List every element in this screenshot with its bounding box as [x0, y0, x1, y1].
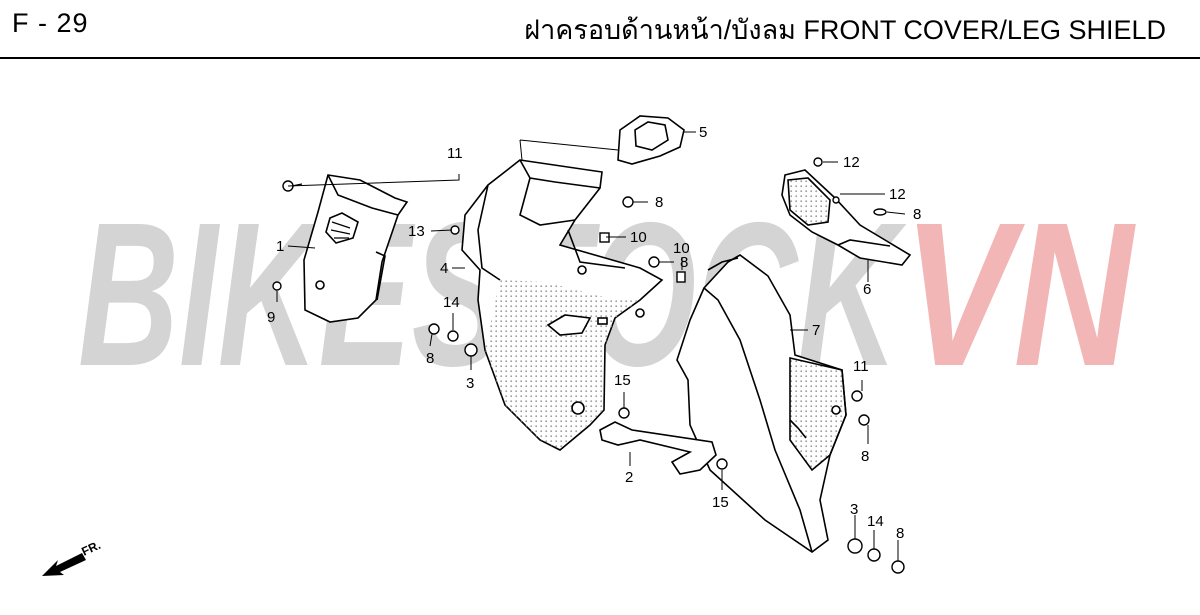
header-divider: [0, 57, 1200, 59]
nut-10b: [676, 271, 686, 283]
part-leg-shield[interactable]: [676, 254, 847, 553]
leader-lines: [276, 131, 906, 561]
callout-8a: 8: [426, 350, 434, 367]
part-small-cover[interactable]: [617, 115, 685, 165]
direction-label: FR.: [79, 538, 102, 559]
callout-3a: 3: [466, 375, 474, 392]
callout-7: 7: [812, 322, 820, 339]
screw-12b: [832, 196, 840, 204]
callout-5: 5: [699, 124, 707, 141]
screw-8a: [428, 323, 440, 335]
washer-14b: [867, 548, 881, 562]
callout-14b: 14: [867, 513, 884, 530]
callout-8f: 8: [896, 525, 904, 542]
bolt-11b: [851, 390, 863, 402]
screw-8c: [648, 256, 660, 268]
callout-15b: 15: [712, 494, 729, 511]
fastener-set: [272, 157, 905, 574]
screw-8e: [858, 414, 870, 426]
page-code: F - 29: [12, 8, 89, 38]
page-title: ฝาครอบด้านหน้า/บังลม FRONT COVER/LEG SHI…: [524, 15, 1166, 45]
screw-12a: [813, 157, 823, 167]
callout-labels: 1 2 3 3 4 5 6 7 8 8 8 8 8 8 9 10 10 11 1…: [267, 124, 921, 542]
callout-10b: 10: [673, 240, 690, 257]
callout-1: 1: [276, 238, 284, 255]
bolt-15a: [618, 407, 630, 419]
grommet-3a: [464, 343, 478, 357]
screw-8f: [891, 560, 905, 574]
callout-8b: 8: [655, 194, 663, 211]
callout-8c: 8: [680, 254, 688, 271]
direction-arrow-icon: [42, 553, 86, 576]
screw-9: [272, 281, 282, 291]
callout-11b: 11: [853, 358, 869, 375]
part-inner-cover[interactable]: [461, 159, 664, 451]
callout-12b: 12: [889, 186, 906, 203]
clip-13: [450, 225, 460, 235]
callout-14a: 14: [443, 294, 460, 311]
screw-8b: [622, 196, 634, 208]
callout-6: 6: [863, 281, 871, 298]
callout-8d: 8: [913, 206, 921, 223]
screw-8d: [873, 208, 887, 216]
washer-14a: [447, 330, 459, 342]
front-direction-indicator: FR.: [42, 538, 103, 576]
part-side-cover[interactable]: [781, 169, 912, 266]
callout-13: 13: [408, 223, 425, 240]
watermark-brand-right: VN: [903, 205, 1136, 390]
callout-4: 4: [440, 260, 448, 277]
callout-15a: 15: [614, 372, 631, 389]
callout-12a: 12: [843, 154, 860, 171]
part-stay-bracket[interactable]: [599, 421, 717, 475]
callout-3b: 3: [850, 501, 858, 518]
callout-10a: 10: [630, 229, 647, 246]
header: F - 29 ฝาครอบด้านหน้า/บังลม FRONT COVER/…: [0, 0, 1200, 59]
bolt-15b: [716, 458, 728, 470]
callout-11a: 11: [447, 145, 463, 162]
part-front-cover-panel[interactable]: [303, 174, 409, 323]
callout-2: 2: [625, 469, 633, 486]
callout-9: 9: [267, 309, 275, 326]
grommet-3b: [847, 538, 863, 554]
callout-8e: 8: [861, 448, 869, 465]
